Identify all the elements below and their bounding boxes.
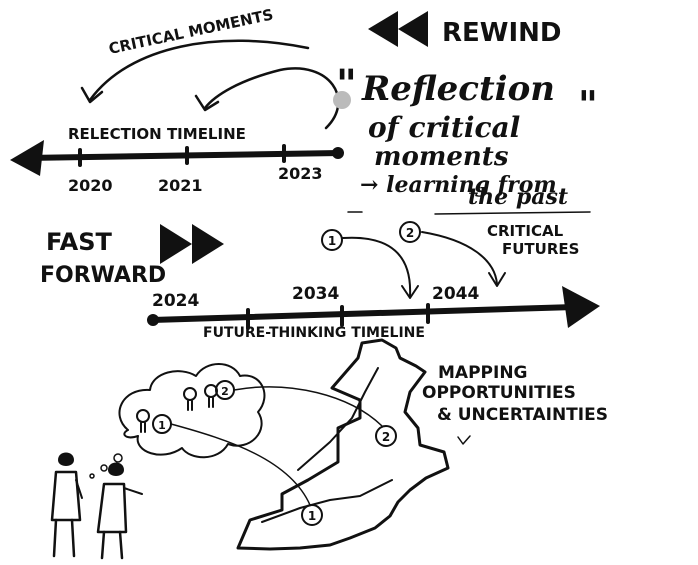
mapping-marker-2: 2 xyxy=(375,425,397,447)
quote-line-5: the past xyxy=(468,184,568,210)
future-year-1: 2024 xyxy=(152,291,199,311)
critical-futures-marker-1: 1 xyxy=(321,229,343,251)
thought-marker-1: 1 xyxy=(152,414,172,434)
rewind-label: REWIND xyxy=(442,18,561,48)
lightbulb-icon xyxy=(136,409,150,433)
quote-line-1: Reflection xyxy=(361,69,555,109)
mapping-marker-1: 1 xyxy=(301,504,323,526)
fast-forward-icon xyxy=(160,224,224,264)
reflection-timeline-label: RELECTION TIMELINE xyxy=(68,125,246,143)
grey-dot xyxy=(333,91,351,109)
rewind-icon xyxy=(368,11,428,47)
svg-text:1: 1 xyxy=(158,419,166,432)
small-check-mark xyxy=(457,435,471,445)
opportunity-landscape xyxy=(236,338,450,551)
critical-futures-line-1: CRITICAL xyxy=(487,222,564,240)
future-year-2: 2034 xyxy=(292,284,339,304)
svg-text:1: 1 xyxy=(328,234,336,248)
quote-line-3: moments xyxy=(374,142,509,172)
svg-text:1: 1 xyxy=(308,509,316,523)
critical-futures-arrows xyxy=(342,231,506,299)
future-timeline-arrow xyxy=(147,286,600,330)
fast-forward-line-2: FORWARD xyxy=(40,263,166,288)
person-figure-left xyxy=(50,452,83,558)
critical-moments-label: CRITICAL MOMENTS xyxy=(107,5,275,57)
svg-text:2: 2 xyxy=(406,226,414,240)
mapping-line-3: & UNCERTAINTIES xyxy=(437,405,608,425)
critical-futures-line-2: FUTURES xyxy=(502,240,579,258)
reflection-timeline-arrow xyxy=(10,140,344,176)
reflection-year-1: 2020 xyxy=(68,176,113,195)
thought-marker-2: 2 xyxy=(215,380,235,400)
quote-line-4: → learning from xyxy=(360,172,557,198)
reflection-year-2: 2021 xyxy=(158,176,203,195)
lightbulb-icon xyxy=(183,387,197,411)
future-timeline-label: FUTURE-THINKING TIMELINE xyxy=(203,325,425,341)
future-year-3: 2044 xyxy=(432,284,479,304)
critical-futures-line xyxy=(434,211,591,215)
critical-futures-marker-2: 2 xyxy=(399,221,421,243)
quote-open-mark: " xyxy=(336,61,357,108)
person-figure-right xyxy=(96,462,143,560)
svg-text:2: 2 xyxy=(221,385,229,398)
svg-text:2: 2 xyxy=(382,430,390,444)
fast-forward-line-1: FAST xyxy=(46,228,113,256)
quote-line-2: of critical xyxy=(368,111,520,144)
quote-close-mark: " xyxy=(578,82,598,127)
mapping-line-1: MAPPING xyxy=(438,363,528,383)
mapping-line-2: OPPORTUNITIES xyxy=(422,383,576,403)
thought-to-map-arrows xyxy=(170,386,383,506)
reflection-year-3: 2023 xyxy=(278,164,323,183)
thought-bubble xyxy=(89,363,266,479)
